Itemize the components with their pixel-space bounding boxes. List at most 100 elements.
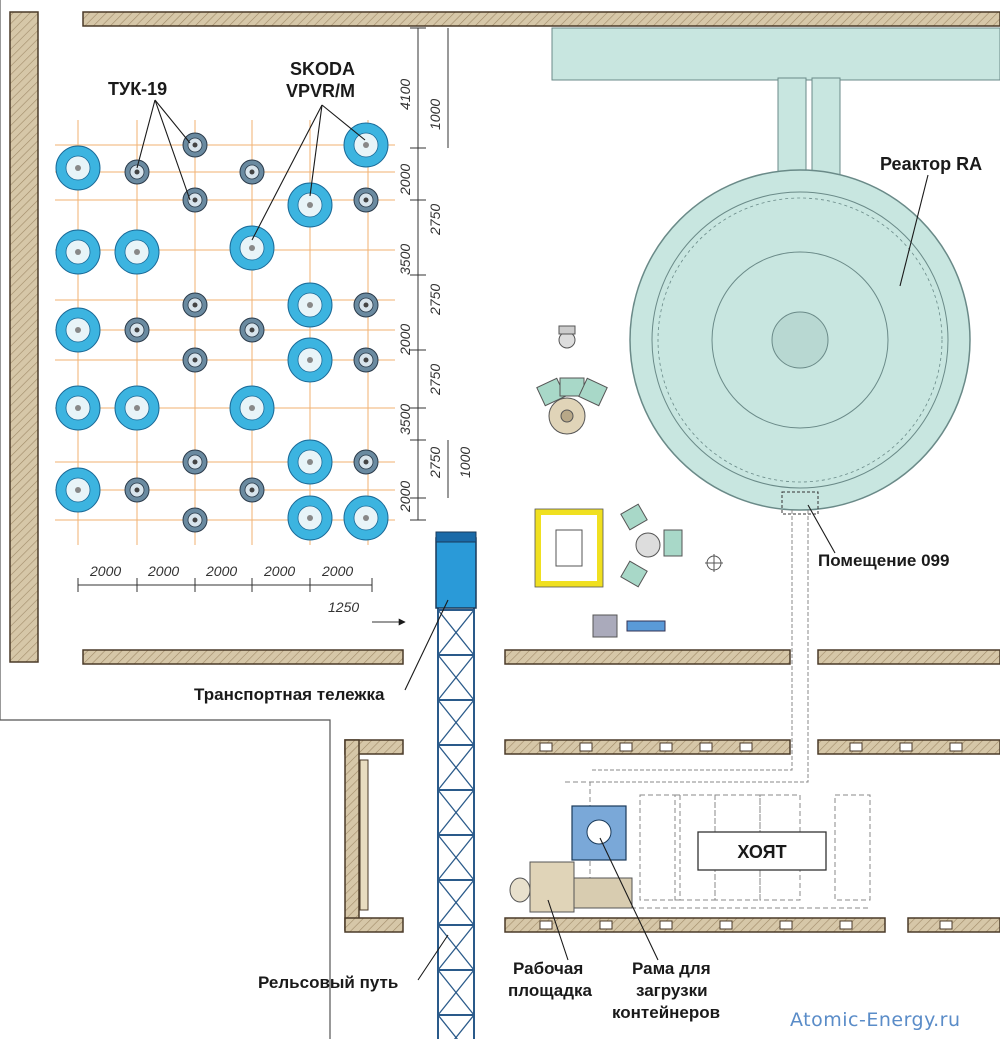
- skoda-center: [75, 487, 81, 493]
- tuk19-container: [182, 347, 208, 373]
- tuk-center: [363, 357, 369, 363]
- label-skoda-1: SKODA: [290, 59, 355, 79]
- reactor-ring: [651, 191, 949, 489]
- skoda-container: [343, 122, 389, 168]
- skoda-center: [249, 245, 255, 251]
- tuk-center: [192, 517, 198, 523]
- skoda-container: [287, 337, 333, 383]
- rail-brace: [437, 609, 475, 656]
- dim-v-0: 4100: [397, 79, 413, 110]
- pilaster: [779, 920, 793, 930]
- leader-lines: [136, 99, 929, 981]
- leader-skoda-2: [309, 104, 323, 197]
- pilaster: [539, 920, 553, 930]
- tuk19-container: [124, 317, 150, 343]
- rail-brace: [437, 654, 475, 701]
- transfer-trench: [590, 510, 809, 783]
- tuk19-container: [182, 187, 208, 213]
- skoda-center: [307, 515, 313, 521]
- tuk-center: [192, 197, 198, 203]
- skoda-center: [75, 327, 81, 333]
- pilaster: [539, 742, 553, 752]
- rail-brace: [437, 744, 475, 791]
- wall-left: [9, 11, 39, 663]
- rail-brace: [437, 834, 475, 881]
- manipulator-arm-3: [620, 560, 648, 588]
- dim-v-8: 3500: [397, 404, 413, 435]
- dimension-ticks: [77, 27, 426, 592]
- label-platform-2: площадка: [508, 981, 593, 1000]
- rail-brace: [437, 1014, 459, 1039]
- tuk19-container: [353, 292, 379, 318]
- tuk19-container: [124, 477, 150, 503]
- tuk19-container: [353, 187, 379, 213]
- dim-v-4: 3500: [397, 244, 413, 275]
- dim-v-7: 2750: [427, 364, 443, 396]
- reactor-top-channel: [551, 27, 1000, 81]
- pilaster: [659, 742, 673, 752]
- pilaster: [899, 742, 913, 752]
- dim-h-1: 2000: [147, 563, 179, 579]
- dim-h-0: 2000: [89, 563, 121, 579]
- skoda-container: [287, 439, 333, 485]
- label-rail: Рельсовый путь: [258, 973, 398, 992]
- rail-brace: [437, 789, 475, 836]
- tuk19-container: [353, 347, 379, 373]
- skoda-container: [287, 282, 333, 328]
- leader-tuk-2: [154, 99, 191, 144]
- skoda-center: [134, 249, 140, 255]
- storage-grid: [55, 120, 395, 545]
- tuk-center: [249, 169, 255, 175]
- wall-bottom-left: [344, 917, 404, 933]
- tuk19-container: [239, 317, 265, 343]
- dim-h-4: 2000: [321, 563, 353, 579]
- yellow-frame-outline: [534, 508, 604, 588]
- pilaster: [949, 742, 963, 752]
- wall-top: [82, 11, 1000, 27]
- skoda-container: [229, 385, 275, 431]
- hoyat-label-box: ХОЯТ: [697, 831, 827, 871]
- tuk-center: [363, 459, 369, 465]
- wall-mid-right: [817, 649, 1000, 665]
- rotary-table-center: [560, 409, 574, 423]
- tuk19-container: [182, 507, 208, 533]
- label-frame-3: контейнеров: [612, 1003, 720, 1022]
- container-array: [55, 122, 389, 541]
- pilaster: [699, 742, 713, 752]
- manipulator-hub: [635, 532, 661, 558]
- reactor-core: [771, 311, 829, 369]
- dimension-lines: [78, 28, 449, 626]
- tuk-center: [134, 327, 140, 333]
- rail-track: [437, 605, 475, 1039]
- skoda-center: [75, 405, 81, 411]
- blue-rack: [626, 620, 666, 632]
- skoda-center: [75, 249, 81, 255]
- wall-bottom-center: [504, 917, 886, 933]
- tuk-center: [192, 302, 198, 308]
- leader-platform: [547, 899, 569, 961]
- skoda-center: [307, 459, 313, 465]
- skoda-container: [114, 385, 160, 431]
- transport-cart: [435, 537, 477, 609]
- skoda-center: [363, 515, 369, 521]
- tuk-center: [249, 487, 255, 493]
- wall-bottom-right: [907, 917, 1000, 933]
- skoda-center: [363, 142, 369, 148]
- dim-v-3: 2750: [427, 204, 443, 236]
- reactor-inner-circle: [711, 251, 889, 429]
- leader-skoda-3: [321, 104, 366, 141]
- wall-pilasters: [359, 742, 963, 930]
- rail-brace: [453, 1014, 475, 1039]
- walls: [9, 11, 1000, 933]
- site-watermark: Atomic-Energy.ru: [790, 1009, 961, 1031]
- skoda-container: [55, 229, 101, 275]
- green-bracket-right: [578, 377, 608, 407]
- skoda-container: [343, 495, 389, 541]
- skoda-center: [134, 405, 140, 411]
- pilaster: [359, 759, 369, 911]
- label-room099: Помещение 099: [818, 551, 949, 570]
- work-platform-tank: [509, 877, 531, 903]
- tuk-center: [192, 459, 198, 465]
- wall-lower-left-vertical: [344, 739, 360, 931]
- dim-h-3: 2000: [263, 563, 295, 579]
